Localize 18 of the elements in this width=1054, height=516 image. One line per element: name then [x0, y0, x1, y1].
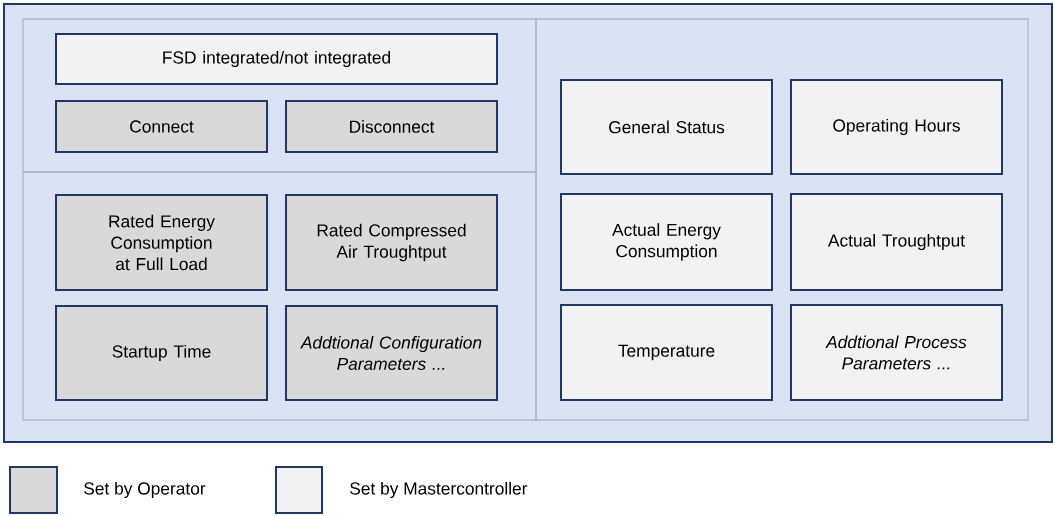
section-panel: [22, 18, 537, 173]
parameter-box: Addtional Configuration Parameters ...: [285, 305, 498, 401]
legend-label: Set by Operator: [84, 481, 206, 499]
parameter-box: Rated Energy Consumption at Full Load: [55, 194, 268, 291]
parameter-box: Actual Troughtput: [790, 193, 1003, 291]
parameter-box: Temperature: [560, 304, 773, 401]
parameter-box: Rated Compressed Air Troughtput: [285, 194, 498, 291]
parameter-box: Connect: [55, 100, 268, 153]
section-panel: [22, 171, 537, 421]
parameter-box: General Status: [560, 79, 773, 175]
section-panel: [535, 18, 1029, 421]
parameter-box: FSD integrated/not integrated: [55, 33, 498, 85]
parameter-box: Addtional Process Parameters ...: [790, 304, 1003, 401]
legend-label: Set by Mastercontroller: [350, 481, 528, 499]
parameter-box: Disconnect: [285, 100, 498, 153]
parameter-box: Operating Hours: [790, 79, 1003, 175]
parameter-box: Actual Energy Consumption: [560, 193, 773, 291]
parameter-box: Startup Time: [55, 305, 268, 401]
